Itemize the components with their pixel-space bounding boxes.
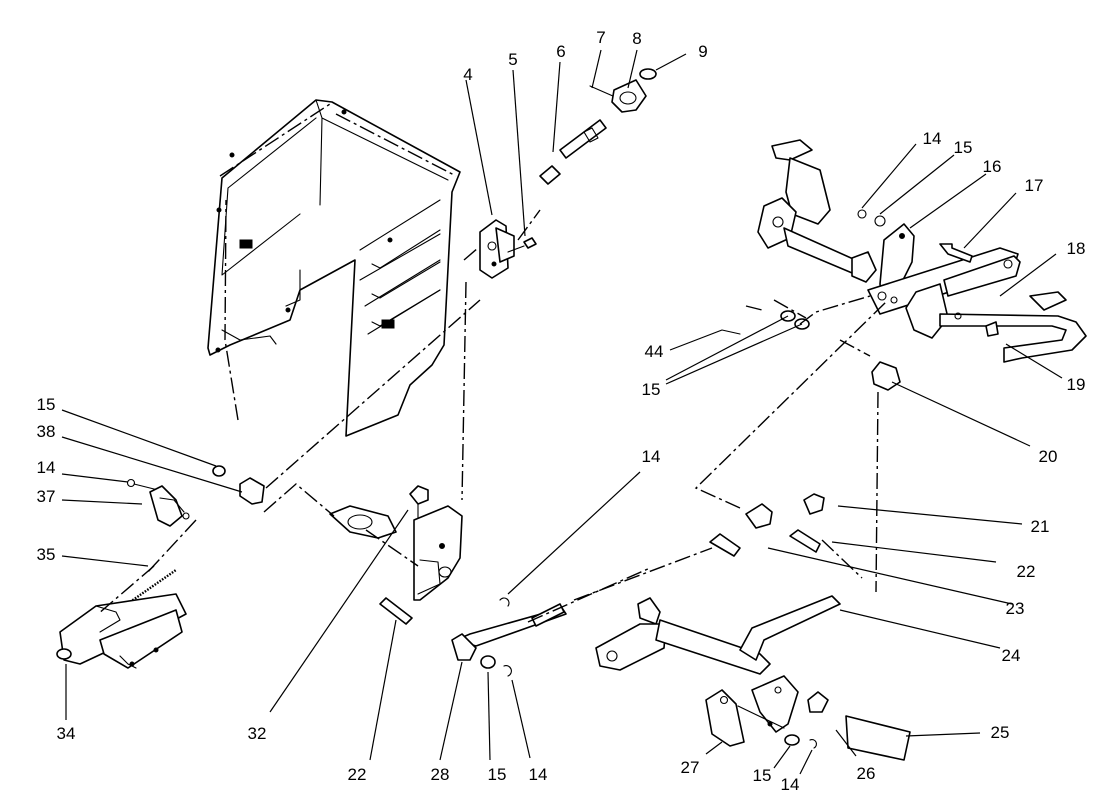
callout-24: 24	[1002, 646, 1021, 665]
callout-15-lower-right: 15	[753, 766, 772, 785]
rod-6	[539, 119, 607, 185]
callout-22-right: 22	[1017, 562, 1036, 581]
callout-7: 7	[596, 28, 605, 47]
pivot-plate	[329, 505, 397, 539]
callout-34: 34	[57, 724, 76, 743]
callout-35: 35	[37, 545, 56, 564]
washer-15-and-bushing-38	[212, 465, 265, 505]
callout-14-bottom: 14	[529, 765, 548, 784]
callout-28: 28	[431, 765, 450, 784]
clip-14-and-bracket-37	[126, 478, 190, 527]
console-panel	[207, 99, 461, 437]
callout-19: 19	[1067, 375, 1086, 394]
callout-15-right: 15	[642, 380, 661, 399]
callout-5: 5	[508, 50, 517, 69]
callout-27: 27	[681, 758, 700, 777]
callout-15-bottom: 15	[488, 765, 507, 784]
leader-lines	[61, 49, 1063, 775]
callout-38: 38	[37, 422, 56, 441]
bolt-5	[507, 237, 537, 253]
lever-bracket	[413, 505, 463, 601]
bushings-21-22-23	[709, 493, 825, 557]
cotter-44-and-washers-15	[721, 310, 810, 335]
rod-and-bushing-28	[451, 603, 567, 677]
knob-8	[611, 79, 647, 113]
lower-shaft-assembly	[595, 595, 911, 761]
callout-44: 44	[645, 342, 664, 361]
callout-labels: 4 5 6 7 8 9 14 15 16 17 18 19 44 15 20 1…	[37, 28, 1086, 794]
callout-14-mid: 14	[642, 447, 661, 466]
callout-17: 17	[1025, 176, 1044, 195]
callout-14-lower-right: 14	[781, 775, 800, 794]
callout-22-bottom: 22	[348, 765, 367, 784]
assembly-lines	[97, 103, 889, 623]
cap-9	[639, 68, 657, 80]
callout-37: 37	[37, 487, 56, 506]
bracket-4	[479, 219, 515, 279]
callout-14-left: 14	[37, 458, 56, 477]
callout-20: 20	[1039, 447, 1058, 466]
clip-14-mid	[499, 597, 510, 607]
pedal-34-35	[56, 569, 187, 669]
callout-9: 9	[698, 42, 707, 61]
callout-21: 21	[1031, 517, 1050, 536]
callout-25: 25	[991, 723, 1010, 742]
callout-14-top: 14	[923, 129, 942, 148]
callout-23: 23	[1006, 599, 1025, 618]
callout-8: 8	[632, 29, 641, 48]
pin-22-left	[379, 597, 413, 625]
callout-15-left: 15	[37, 395, 56, 414]
upper-shaft-assembly	[757, 139, 1087, 363]
callout-4: 4	[463, 65, 472, 84]
callout-18: 18	[1067, 239, 1086, 258]
callout-26: 26	[857, 764, 876, 783]
callout-6: 6	[556, 42, 565, 61]
spacer-20	[871, 361, 901, 391]
callout-15-top: 15	[954, 138, 973, 157]
callout-32: 32	[248, 724, 267, 743]
callout-16: 16	[983, 157, 1002, 176]
